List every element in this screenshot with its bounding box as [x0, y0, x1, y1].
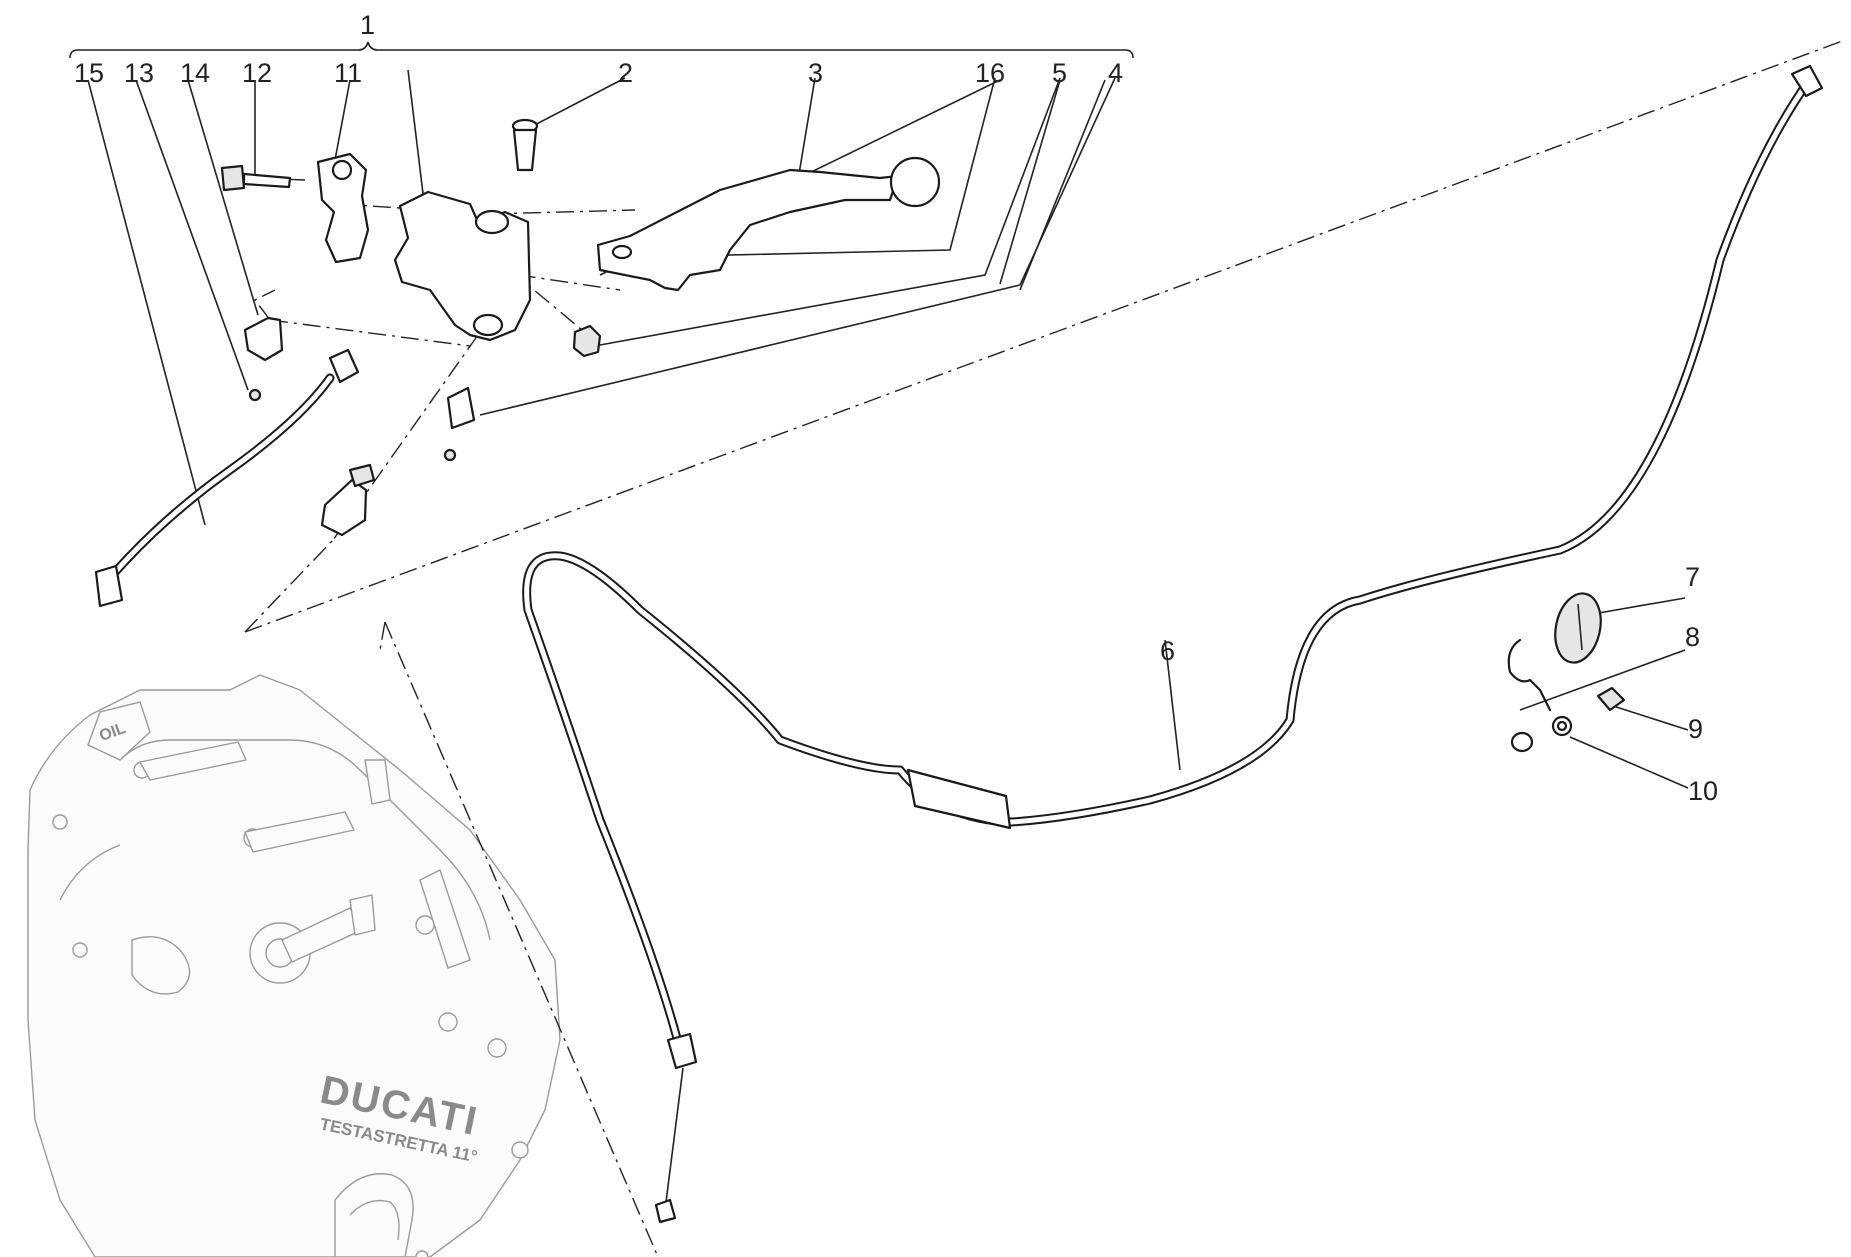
grommet-7 [1554, 592, 1602, 664]
callout-10: 10 [1688, 776, 1718, 806]
bolt-9 [1596, 686, 1626, 712]
callout-13: 13 [124, 58, 154, 88]
callout-8: 8 [1685, 622, 1700, 652]
callout-1: 1 [360, 10, 375, 40]
callout-2: 2 [618, 58, 633, 88]
callout-7: 7 [1685, 562, 1700, 592]
microswitch-connector [328, 348, 360, 384]
cable-hook-8 [1507, 638, 1552, 753]
clutch-release-arm [131, 759, 471, 995]
assembly-bracket [69, 41, 1134, 59]
cable-holder-clip [443, 386, 476, 462]
screw-13 [248, 388, 262, 402]
callout-6: 6 [1160, 636, 1175, 666]
bolt-12 [220, 164, 292, 192]
washer-10 [1551, 715, 1573, 737]
pivot-bolt-2 [511, 118, 539, 172]
callout-9: 9 [1688, 714, 1703, 744]
clutch-lever-3 [596, 156, 941, 292]
callout-labels: 1 2 3 4 5 6 7 8 9 10 11 12 13 14 15 16 [74, 10, 1718, 806]
clamp-11 [316, 152, 370, 264]
callout-14: 14 [180, 58, 210, 88]
clutch-switch-wire-15 [94, 373, 335, 608]
lever-holder-body [393, 190, 532, 342]
callout-16: 16 [975, 58, 1005, 88]
callout-12: 12 [242, 58, 272, 88]
switch-14 [243, 316, 284, 362]
callout-15: 15 [74, 58, 104, 88]
clutch-cable-6 [522, 64, 1824, 1224]
callout-11: 11 [334, 58, 362, 88]
nut-5 [572, 324, 602, 358]
callout-3: 3 [808, 58, 823, 88]
adjuster-barrel [320, 463, 376, 537]
callout-5: 5 [1052, 58, 1067, 88]
callout-4: 4 [1108, 58, 1123, 88]
engine-clutch-cover: OIL DUCATI TESTASTRET [27, 674, 561, 1257]
